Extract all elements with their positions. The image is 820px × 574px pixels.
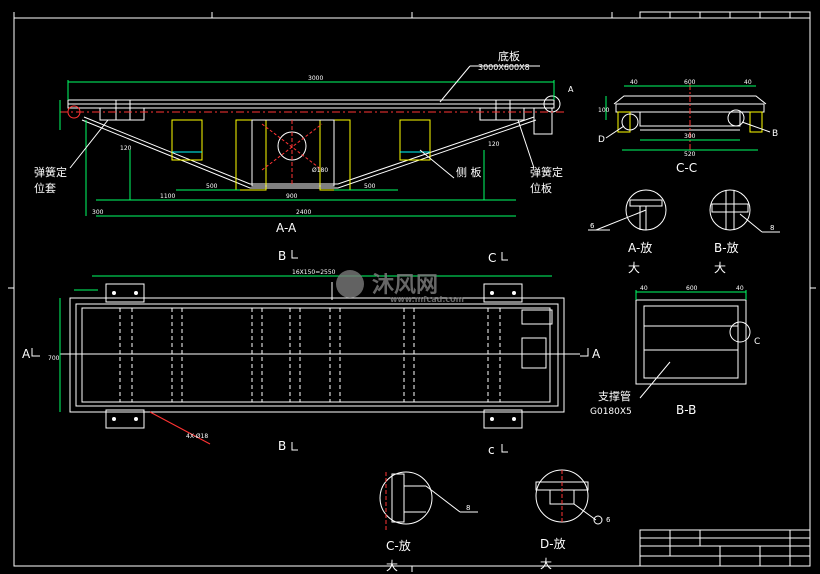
- detail-a-title-2: 大: [628, 261, 640, 275]
- bb-callout-c: C: [754, 337, 760, 347]
- detail-a-weld: 6: [590, 222, 595, 230]
- watermark-brand: 沐风网: [372, 273, 438, 298]
- section-bb-view: [635, 290, 751, 399]
- bb-dim-top-m: 600: [686, 285, 698, 292]
- plan-view: [59, 275, 580, 445]
- plan-dim-side: 700: [48, 355, 60, 362]
- aa-dim-left: 300: [92, 209, 104, 216]
- plan-cut-c-bottom: c: [488, 443, 495, 457]
- aa-dim-mid-d: 900: [286, 193, 298, 200]
- detail-c-title-1: C-放: [386, 538, 411, 553]
- detail-b-title-2: 大: [714, 261, 726, 275]
- detail-a-title-1: A-放: [628, 240, 652, 255]
- detail-d-weld: 6: [606, 516, 611, 524]
- detail-d-view: [535, 469, 603, 525]
- section-aa-title: A-A: [276, 221, 297, 235]
- aa-dim-overall: 3000: [308, 75, 323, 82]
- plan-cut-a-right: A: [592, 347, 601, 361]
- detail-b-view: [709, 189, 780, 233]
- plan-dim-diag: 4X-Ø18: [186, 433, 208, 440]
- cc-dim-top-m: 600: [684, 79, 696, 86]
- label-support-tube-spec: G0180X5: [590, 407, 632, 417]
- aa-dim-mid-b: 500: [206, 183, 218, 190]
- plan-cut-b-bottom: B: [278, 439, 286, 453]
- plan-cut-c-top: C: [488, 251, 496, 265]
- detail-c-view: [379, 471, 478, 530]
- aa-note-a: A: [568, 85, 574, 94]
- plan-cut-a-left: A: [22, 347, 31, 361]
- aa-dim-mid-a: 1100: [160, 193, 175, 200]
- detail-b-title-1: B-放: [714, 240, 739, 255]
- label-spring-sleeve-2: 位套: [34, 181, 56, 195]
- detail-c-title-2: 大: [386, 559, 398, 573]
- cc-dim-top-l: 40: [630, 79, 638, 86]
- aa-dim-right-a: 120: [488, 141, 500, 148]
- aa-dim-left-a: 120: [120, 145, 132, 152]
- watermark: 沐风网 www.mfcad.com: [336, 270, 464, 304]
- section-bb-title: B-B: [676, 403, 696, 417]
- section-aa-view: [59, 80, 564, 217]
- detail-d-title-1: D-放: [540, 536, 566, 551]
- cc-dim-top-r: 40: [744, 79, 752, 86]
- label-support-tube: 支撑管: [598, 389, 631, 403]
- plan-dim-top: 16X150=2550: [292, 269, 336, 276]
- sheet-border: [8, 11, 816, 572]
- cc-callout-b: B: [772, 129, 778, 139]
- detail-b-weld: 8: [770, 224, 774, 232]
- cc-dim-bottom-a: 300: [684, 133, 696, 140]
- label-base-spec: 3000X600X8: [478, 63, 530, 72]
- label-side-plate: 侧 板: [456, 165, 482, 179]
- cc-dim-bottom-b: 520: [684, 151, 696, 158]
- label-base-plate: 底板: [498, 49, 520, 63]
- detail-d-title-2: 大: [540, 557, 552, 571]
- watermark-url: www.mfcad.com: [390, 295, 464, 304]
- title-block: [639, 529, 811, 567]
- aa-dim-hole: Ø180: [312, 167, 328, 174]
- label-spring-plate-1: 弹簧定: [530, 165, 563, 179]
- label-spring-sleeve-1: 弹簧定: [34, 165, 67, 179]
- section-cc-title: C-C: [676, 161, 697, 175]
- aa-dim-bottom: 2400: [296, 209, 311, 216]
- detail-c-weld: 8: [466, 504, 470, 512]
- cc-dim-left-h: 100: [598, 107, 610, 114]
- label-spring-plate-2: 位板: [530, 181, 552, 195]
- bb-dim-top-l: 40: [640, 285, 648, 292]
- cc-callout-d: D: [598, 135, 605, 145]
- detail-a-view: [588, 189, 667, 231]
- section-cc-view: [605, 84, 767, 151]
- bb-dim-top-r: 40: [736, 285, 744, 292]
- aa-dim-mid-c: 500: [364, 183, 376, 190]
- plan-cut-b-top: B: [278, 249, 286, 263]
